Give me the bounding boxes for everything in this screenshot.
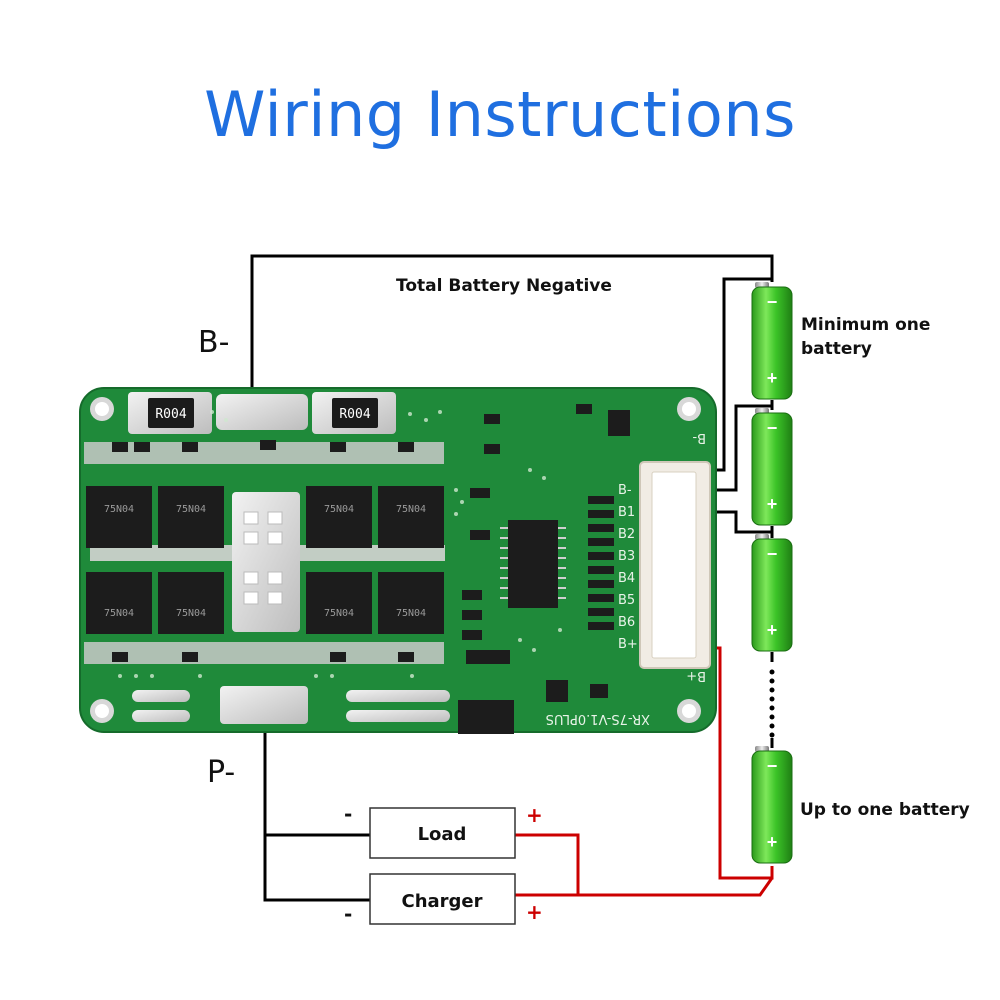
edge-b-minus-label: B-	[692, 430, 706, 445]
mosfet-label-3: 75N04	[324, 504, 354, 515]
p-minus-wire	[263, 730, 370, 902]
b-minus-pad	[216, 394, 308, 430]
shunt-resistor-left	[148, 398, 194, 428]
battery-1: − +	[751, 282, 793, 400]
fuse	[458, 700, 514, 734]
battery-3: − +	[751, 534, 793, 652]
balance-wire-3	[714, 510, 772, 534]
load-label: Load	[418, 824, 467, 845]
pin-label-1: B1	[618, 505, 635, 520]
minimum-battery-label-line1: Minimum one	[801, 315, 930, 335]
p-minus-label: P-	[207, 755, 235, 790]
charger-label: Charger	[401, 891, 482, 912]
b-minus-label: B-	[198, 325, 229, 360]
up-to-battery-label: Up to one battery	[800, 800, 970, 820]
board-model-label: XR-7S-V1.0PLUS	[546, 711, 650, 726]
mosfet-label-7: 75N04	[324, 608, 354, 619]
svg-text:−: −	[767, 544, 778, 564]
load-box: Load	[369, 807, 516, 859]
charger-positive-sign: +	[526, 900, 543, 924]
load-positive-wire	[515, 833, 580, 895]
mosfet-label-1: 75N04	[104, 504, 134, 515]
resistor-left-label: R004	[155, 407, 186, 422]
pin-label-5: B5	[618, 593, 635, 608]
page-title: Wiring Instructions	[204, 78, 796, 151]
svg-text:−: −	[767, 418, 778, 438]
positive-wires	[515, 646, 774, 897]
svg-text:−: −	[767, 292, 778, 312]
mosfet-label-6: 75N04	[176, 608, 206, 619]
mosfet-label-8: 75N04	[396, 608, 426, 619]
battery-4: − +	[751, 746, 793, 864]
pin-labels: B- B1 B2 B3 B4 B5 B6 B+	[618, 483, 638, 652]
pin-label-0: B-	[618, 483, 632, 498]
protection-ic	[508, 520, 558, 608]
b-plus-balance-wire	[714, 646, 774, 880]
load-negative-sign: -	[344, 802, 352, 826]
pin-label-2: B2	[618, 527, 635, 542]
b-minus-wire	[250, 254, 774, 392]
load-positive-sign: +	[526, 803, 543, 827]
total-negative-label: Total Battery Negative	[396, 276, 612, 296]
bms-pcb-board: R004 R004 75N04 75N04 75N04 75N04 75N04 …	[79, 387, 717, 734]
pin-label-6: B6	[618, 615, 635, 630]
negative-wires	[250, 254, 774, 902]
mosfet-label-5: 75N04	[104, 608, 134, 619]
pin-label-7: B+	[618, 637, 638, 652]
charger-box: Charger	[369, 873, 516, 925]
charger-positive-wire	[515, 877, 774, 897]
battery-2: − +	[751, 408, 793, 526]
shunt-resistor-right	[332, 398, 378, 428]
p-minus-pad	[220, 686, 308, 724]
svg-text:+: +	[767, 494, 778, 514]
resistor-right-label: R004	[339, 407, 370, 422]
svg-text:+: +	[767, 368, 778, 388]
charger-negative-sign: -	[344, 902, 352, 926]
balance-wire-2	[714, 404, 772, 492]
mosfet-label-4: 75N04	[396, 504, 426, 515]
svg-text:+: +	[767, 832, 778, 852]
mosfet-label-2: 75N04	[176, 504, 206, 515]
balance-wire-1	[714, 277, 772, 472]
pin-label-4: B4	[618, 571, 635, 586]
battery-ellipsis	[769, 669, 775, 738]
center-pad	[232, 492, 300, 632]
mosfet-array	[86, 486, 444, 634]
pin-label-3: B3	[618, 549, 635, 564]
svg-text:+: +	[767, 620, 778, 640]
minimum-battery-label-line2: battery	[801, 339, 872, 359]
mounting-holes	[90, 397, 701, 723]
svg-text:−: −	[767, 756, 778, 776]
edge-b-plus-label: B+	[686, 668, 706, 683]
